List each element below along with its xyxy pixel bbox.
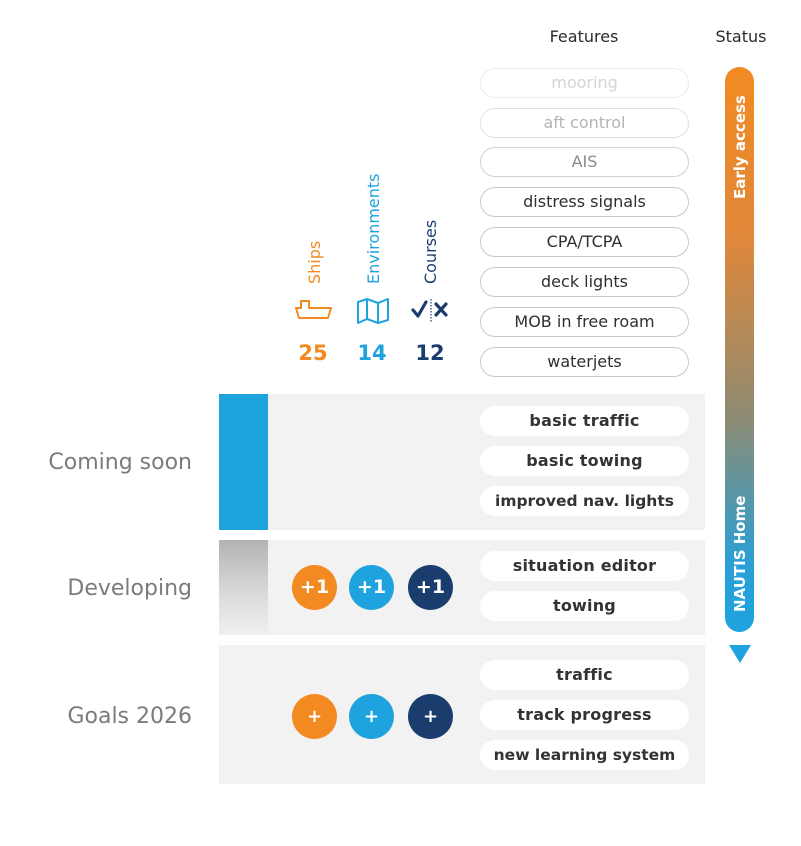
feature-pill: towing bbox=[480, 591, 689, 621]
status-nautis-home-label: NAUTIS Home bbox=[731, 495, 749, 612]
category-label-environments: Environments bbox=[364, 173, 383, 285]
category-label-courses: Courses bbox=[421, 219, 440, 284]
feature-pill: improved nav. lights bbox=[480, 486, 689, 516]
feature-pill: AIS bbox=[480, 147, 689, 177]
stage-label-coming-soon: Coming soon bbox=[48, 450, 192, 475]
check-cross-icon bbox=[411, 299, 448, 323]
map-icon bbox=[357, 298, 389, 324]
courses-goal-badge: + bbox=[408, 694, 453, 739]
feature-pill: distress signals bbox=[480, 187, 689, 217]
feature-pill: mooring bbox=[480, 68, 689, 98]
status-early-access-label: Early access bbox=[731, 95, 749, 199]
features-header: Features bbox=[549, 27, 619, 46]
stage-sidebar-coming-soon bbox=[219, 394, 268, 530]
feature-pill: new learning system bbox=[480, 740, 689, 770]
feature-pill: deck lights bbox=[480, 267, 689, 297]
ship-icon bbox=[295, 300, 332, 319]
stage-sidebar-developing bbox=[219, 540, 268, 635]
feature-pill: track progress bbox=[480, 700, 689, 730]
feature-pill: traffic bbox=[480, 660, 689, 690]
courses-count: 12 bbox=[415, 341, 445, 365]
ships-increment-badge: +1 bbox=[292, 565, 337, 610]
courses-increment-badge: +1 bbox=[408, 565, 453, 610]
ships-goal-badge: + bbox=[292, 694, 337, 739]
status-header: Status bbox=[715, 27, 767, 46]
feature-pill: MOB in free roam bbox=[480, 307, 689, 337]
feature-pill: situation editor bbox=[480, 551, 689, 581]
environments-count: 14 bbox=[357, 341, 387, 365]
ships-count: 25 bbox=[298, 341, 328, 365]
stage-label-developing: Developing bbox=[67, 576, 192, 601]
category-label-ships: Ships bbox=[305, 240, 324, 284]
feature-pill: basic towing bbox=[480, 446, 689, 476]
feature-pill: basic traffic bbox=[480, 406, 689, 436]
stage-label-goals-2026: Goals 2026 bbox=[67, 704, 192, 729]
feature-pill: CPA/TCPA bbox=[480, 227, 689, 257]
status-gradient-bar bbox=[725, 67, 754, 632]
status-arrow-down-icon bbox=[729, 645, 751, 663]
feature-pill: aft control bbox=[480, 108, 689, 138]
feature-pill: waterjets bbox=[480, 347, 689, 377]
environments-goal-badge: + bbox=[349, 694, 394, 739]
environments-increment-badge: +1 bbox=[349, 565, 394, 610]
